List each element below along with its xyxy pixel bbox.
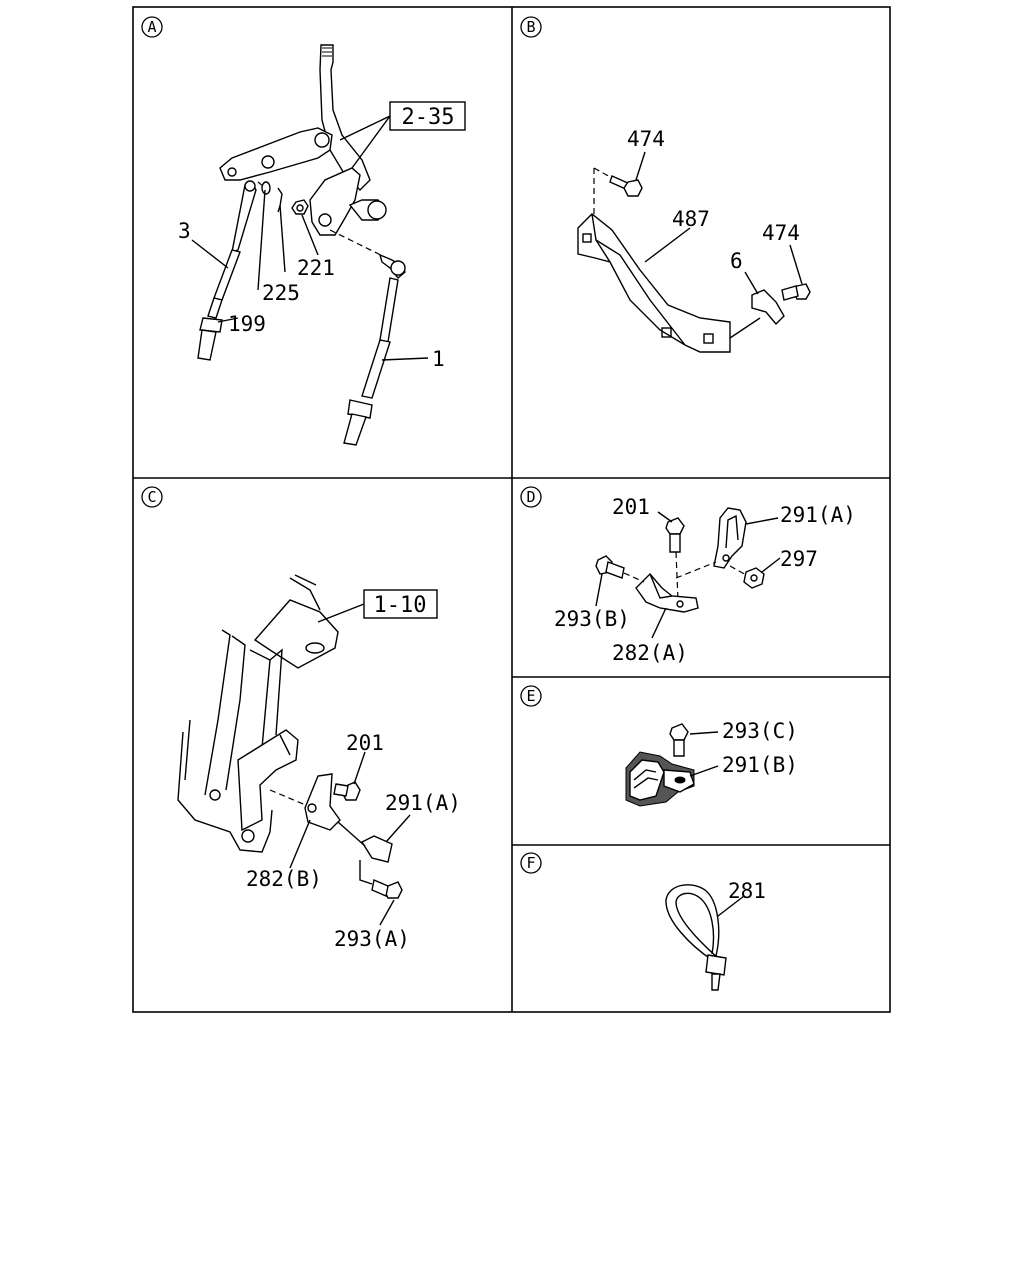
- label-474-right: 474: [762, 221, 800, 245]
- frame: [132, 6, 891, 1013]
- panel-a-letter: A: [147, 18, 156, 36]
- panel-b-marker: B: [520, 16, 542, 38]
- label-1-10: 1-10: [374, 593, 427, 618]
- panel-d-marker: D: [520, 486, 542, 508]
- ref-box-2-35: [389, 101, 466, 131]
- panel-e-drawing: 293(C) 291(B): [625, 719, 798, 807]
- label-291a-c: 291(A): [385, 791, 461, 815]
- panel-a-marker: A: [141, 16, 163, 38]
- panel-d-letter: D: [526, 488, 535, 506]
- label-282b: 282(B): [246, 867, 322, 891]
- panel-a-drawing: 2-35 3 225 221 199 1: [178, 44, 466, 446]
- label-487: 487: [672, 207, 710, 231]
- label-201-c: 201: [346, 731, 384, 755]
- label-221: 221: [297, 256, 335, 280]
- panel-d-drawing: 201 291(A) 297 293(B) 282(A): [554, 495, 856, 665]
- panel-f-drawing: 281: [665, 879, 766, 991]
- label-281: 281: [728, 879, 766, 903]
- label-297: 297: [780, 547, 818, 571]
- label-225: 225: [262, 281, 300, 305]
- label-199: 199: [228, 312, 266, 336]
- panel-f-marker: F: [520, 852, 542, 874]
- panel-c-letter: C: [147, 488, 156, 506]
- label-1: 1: [432, 347, 445, 371]
- panel-b-drawing: 474 487 474 6: [577, 127, 811, 353]
- label-293c: 293(C): [722, 719, 798, 743]
- label-6: 6: [730, 249, 743, 273]
- label-291b: 291(B): [722, 753, 798, 777]
- panel-f-letter: F: [526, 854, 535, 872]
- label-474-top: 474: [627, 127, 665, 151]
- label-3: 3: [178, 219, 191, 243]
- label-293a: 293(A): [334, 927, 410, 951]
- label-282a: 282(A): [612, 641, 688, 665]
- panel-c-marker: C: [141, 486, 163, 508]
- label-201-d: 201: [612, 495, 650, 519]
- label-291a-d: 291(A): [780, 503, 856, 527]
- ref-box-1-10: [363, 589, 438, 619]
- panel-e-marker: E: [520, 685, 542, 707]
- panel-c-drawing: 1-10 201 291(A) 282(B) 293(A): [177, 574, 461, 951]
- panel-b-letter: B: [526, 18, 535, 36]
- label-293b: 293(B): [554, 607, 630, 631]
- panel-e-letter: E: [526, 687, 535, 705]
- label-2-35: 2-35: [402, 105, 455, 130]
